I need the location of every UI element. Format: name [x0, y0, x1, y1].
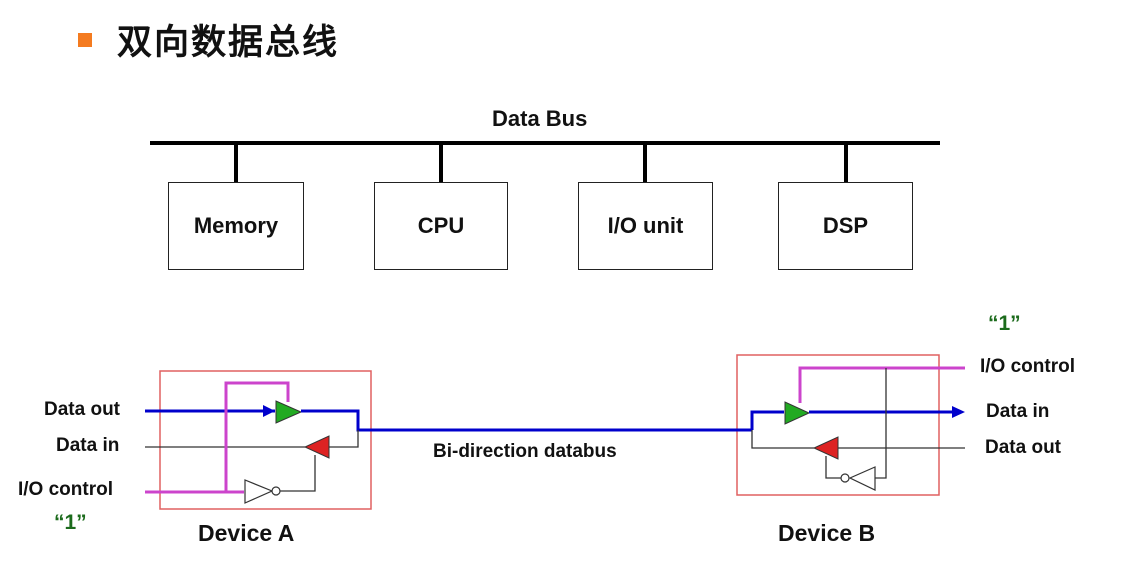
- device-b-out-buffer: [812, 436, 839, 460]
- device-b-data-out-label: Data out: [985, 437, 1061, 458]
- bi-direction-databus-label: Bi-direction databus: [433, 441, 617, 462]
- title-bullet: [78, 33, 92, 47]
- device-b-name: Device B: [778, 520, 876, 546]
- device-b-inverter-bubble: [840, 473, 850, 483]
- device-a-inverter: [244, 479, 274, 504]
- device-a-control-wire: [145, 381, 290, 494]
- device-a-data-out-arrow: [263, 405, 275, 417]
- device-b-box: [736, 354, 940, 496]
- device-a-inverter-bubble: [271, 486, 281, 496]
- memory-block: Memory: [168, 182, 304, 270]
- device-b-out-return: [751, 430, 814, 449]
- device-a-box: [159, 370, 372, 510]
- data-bus-label: Data Bus: [492, 106, 588, 131]
- dsp-block: DSP: [778, 182, 913, 270]
- device-a-io-control-label: I/O control: [18, 479, 113, 500]
- device-a-in-buffer: [303, 435, 330, 459]
- device-b-control-to-inverter: [875, 368, 887, 479]
- io-unit-block: I/O unit: [578, 182, 713, 270]
- device-b-data-in-arrow: [952, 406, 965, 418]
- device-a-out-buffer: [275, 400, 303, 424]
- device-a-data-in-label: Data in: [56, 435, 120, 456]
- device-b-control-value: “1”: [988, 312, 1021, 335]
- device-b-control-wire: [798, 366, 965, 403]
- device-b-in-buffer: [784, 401, 811, 425]
- device-b-io-control-label: I/O control: [980, 356, 1075, 377]
- device-b-from-databus: [750, 410, 784, 430]
- device-a-name: Device A: [198, 520, 295, 546]
- device-a-to-databus: [301, 409, 752, 432]
- device-a-data-out-label: Data out: [44, 399, 120, 420]
- device-a-control-value: “1”: [54, 511, 87, 534]
- page-title: 双向数据总线: [117, 23, 340, 63]
- device-b-inverter-to-buffer: [825, 456, 841, 479]
- device-a-inverter-to-buffer: [280, 455, 316, 492]
- device-a-in-return: [329, 430, 359, 448]
- device-b-inverter: [848, 466, 876, 491]
- cpu-block: CPU: [374, 182, 508, 270]
- device-b-data-in-label: Data in: [986, 401, 1050, 422]
